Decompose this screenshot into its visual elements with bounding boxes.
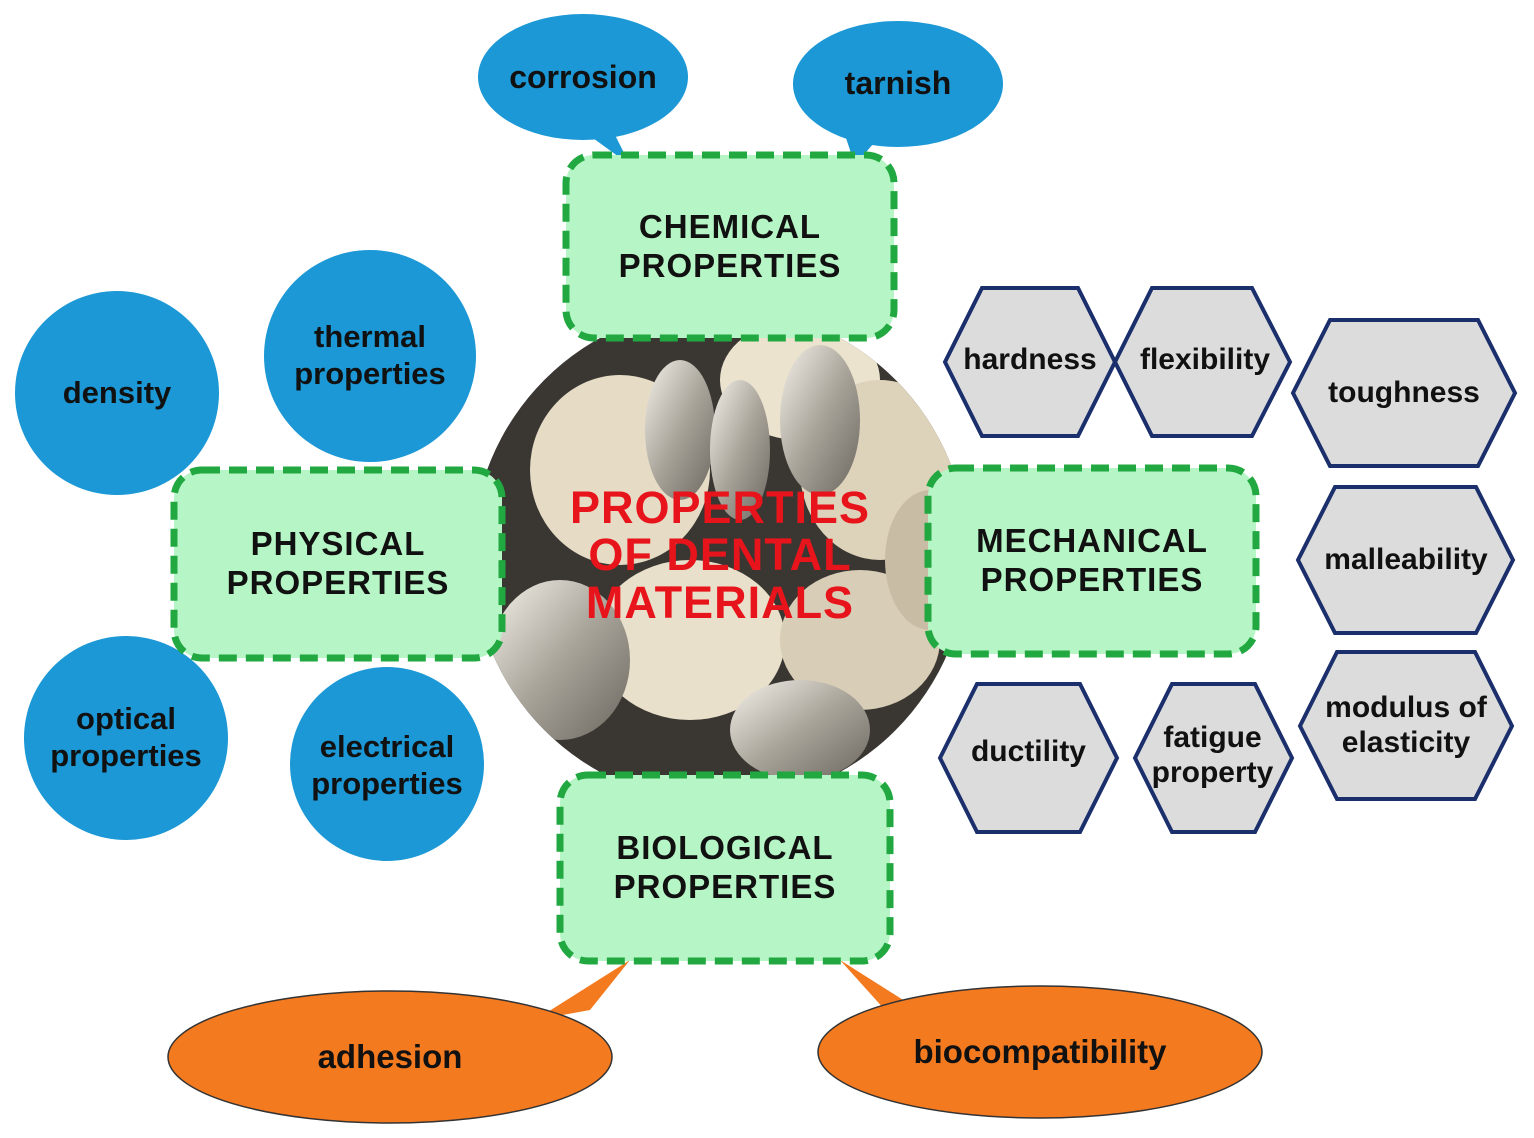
- tarnish-bubble: [793, 21, 1003, 147]
- physical-box: [170, 466, 506, 662]
- optical-bubble: [24, 636, 228, 840]
- electrical-label: electrical properties: [311, 729, 463, 801]
- biological-label: BIOLOGICAL PROPERTIES: [613, 829, 837, 905]
- chemical-label: CHEMICAL PROPERTIES: [618, 207, 842, 284]
- fatigue-hexagon: [1132, 682, 1295, 834]
- ductility-label: ductility: [970, 735, 1086, 769]
- chemical-box: [562, 151, 898, 342]
- tarnish-label: tarnish: [844, 65, 952, 102]
- hardness-label: hardness: [963, 343, 1097, 377]
- biocompatibility-label: biocompatibility: [913, 1032, 1167, 1070]
- physical-label: PHYSICAL PROPERTIES: [226, 525, 450, 601]
- malleability-label: malleability: [1324, 543, 1488, 577]
- mechanical-box: [924, 464, 1260, 658]
- toughness-label: toughness: [1328, 376, 1480, 410]
- flexibility-hexagon: [1112, 286, 1293, 438]
- mechanical-label: MECHANICAL PROPERTIES: [976, 522, 1208, 598]
- center-title: PROPERTIES OF DENTAL MATERIALS: [569, 482, 871, 628]
- modulus-label: modulus of elasticity: [1325, 690, 1487, 759]
- biological-box: [556, 771, 894, 965]
- malleability-hexagon: [1295, 485, 1516, 635]
- biocompatibility-bubble: [817, 985, 1263, 1119]
- ductility-hexagon: [937, 682, 1120, 834]
- adhesion-label: adhesion: [317, 1037, 463, 1075]
- thermal-bubble: [264, 250, 476, 462]
- thermal-label: thermal properties: [294, 319, 446, 391]
- modulus-hexagon: [1297, 650, 1515, 801]
- density-label: density: [62, 374, 172, 410]
- hardness-hexagon: [942, 286, 1118, 438]
- optical-label: optical properties: [50, 701, 202, 773]
- dental-crowns-photo: [472, 307, 968, 803]
- electrical-bubble: [290, 667, 484, 861]
- corrosion-label: corrosion: [509, 59, 657, 96]
- corrosion-bubble: [478, 14, 688, 140]
- fatigue-label: fatigue property: [1151, 720, 1274, 789]
- toughness-hexagon: [1290, 318, 1518, 468]
- density-bubble: [15, 291, 219, 495]
- adhesion-bubble: [167, 990, 613, 1124]
- flexibility-label: flexibility: [1139, 343, 1271, 377]
